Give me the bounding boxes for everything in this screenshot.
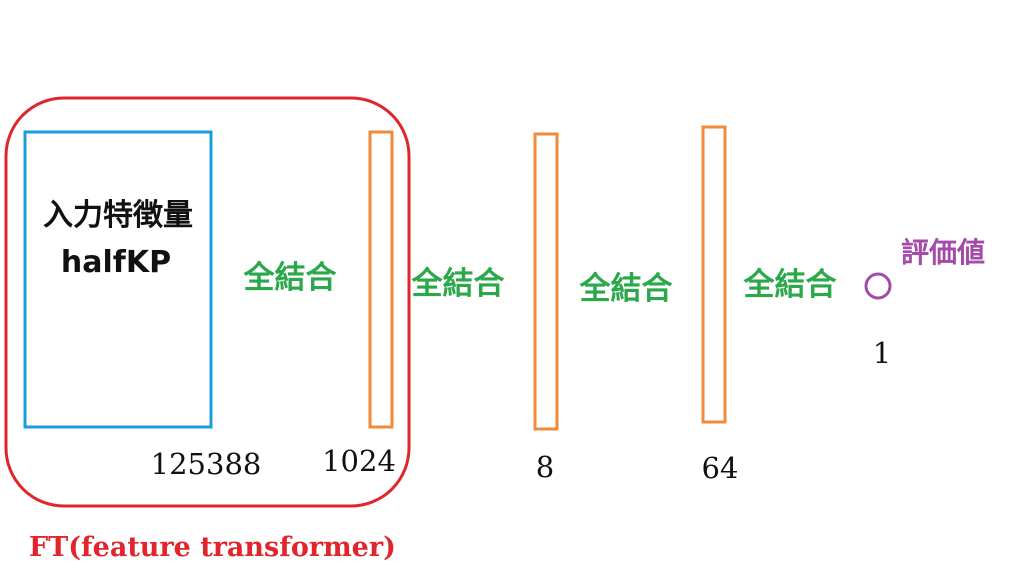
- layer-2-bar: [533, 132, 559, 431]
- input-size-label: 125388: [151, 447, 262, 481]
- layer-3-size-label: 64: [702, 451, 739, 485]
- connection-label-2: 全結合: [411, 266, 505, 302]
- feature-transformer-label: FT(feature transformer): [29, 532, 396, 563]
- layer-1-bar: [368, 130, 394, 429]
- connection-label-4: 全結合: [743, 267, 837, 303]
- layer-3-bar: [701, 125, 727, 424]
- connection-label-3: 全結合: [579, 271, 673, 307]
- input-features-subtitle: halfKP: [61, 245, 171, 280]
- output-node: [864, 272, 892, 300]
- layer-1-size-label: 1024: [322, 444, 396, 478]
- layer-2-size-label: 8: [536, 450, 554, 484]
- input-features-box: [23, 130, 213, 429]
- connection-label-1: 全結合: [243, 260, 337, 296]
- output-label: 評価値: [901, 236, 985, 269]
- output-size-label: 1: [873, 336, 891, 370]
- input-features-title: 入力特徴量: [43, 198, 193, 233]
- feature-transformer-box: [4, 96, 411, 508]
